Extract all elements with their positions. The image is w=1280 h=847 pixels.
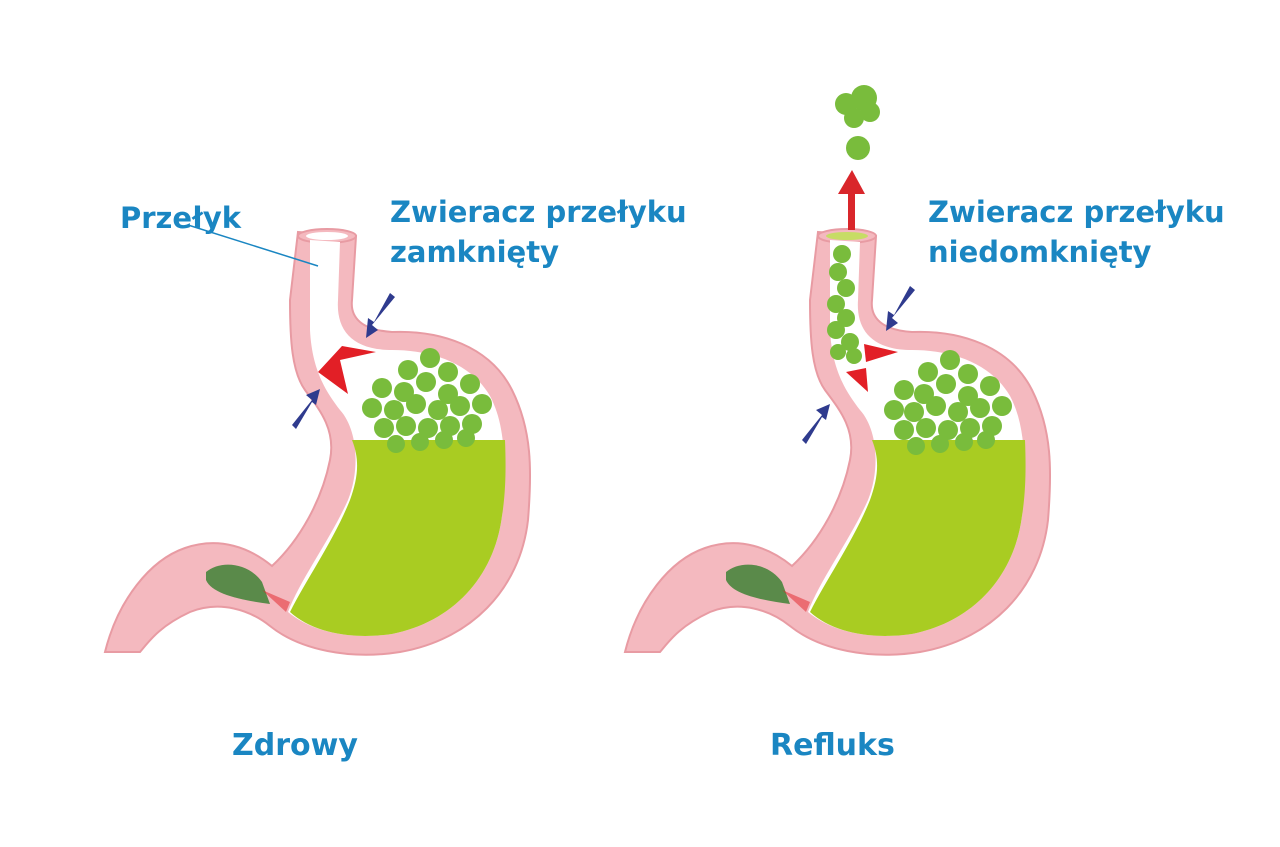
- healthy-sphincter-label-line1: Zwieracz przełyku: [390, 195, 687, 229]
- esophagus-pointer-line: [187, 224, 319, 267]
- pressure-arrows: [292, 293, 395, 429]
- reflux-sphincter-label-line2: niedomknięty: [928, 235, 1152, 269]
- healthy-sphincter-label-line2: zamknięty: [390, 235, 559, 269]
- sphincter-open-upper: [864, 344, 898, 362]
- refluxing-bubbles: [827, 245, 862, 364]
- pylorus-valve: [782, 590, 810, 612]
- healthy-caption: Zdrowy: [232, 728, 358, 763]
- esophagus-label: Przełyk: [120, 201, 242, 235]
- esophagus-lumen: [826, 232, 868, 240]
- reflux-caption: Refluks: [770, 728, 895, 763]
- healthy-stomach: [104, 224, 532, 656]
- pylorus-mass: [206, 564, 270, 604]
- esophagus-lumen: [306, 232, 348, 240]
- escaping-bubbles: [835, 85, 880, 160]
- reflux-sphincter-label-line1: Zwieracz przełyku: [928, 195, 1225, 229]
- pylorus-mass: [726, 564, 790, 604]
- pressure-arrows: [802, 286, 915, 444]
- reflux-stomach: [624, 85, 1052, 656]
- gas-bubbles: [884, 350, 1012, 455]
- sphincter-open-lower: [846, 368, 868, 392]
- sphincter-closed: [318, 346, 376, 394]
- reflux-arrow: [838, 170, 865, 230]
- gas-bubbles: [362, 348, 492, 453]
- pylorus-valve: [262, 590, 290, 612]
